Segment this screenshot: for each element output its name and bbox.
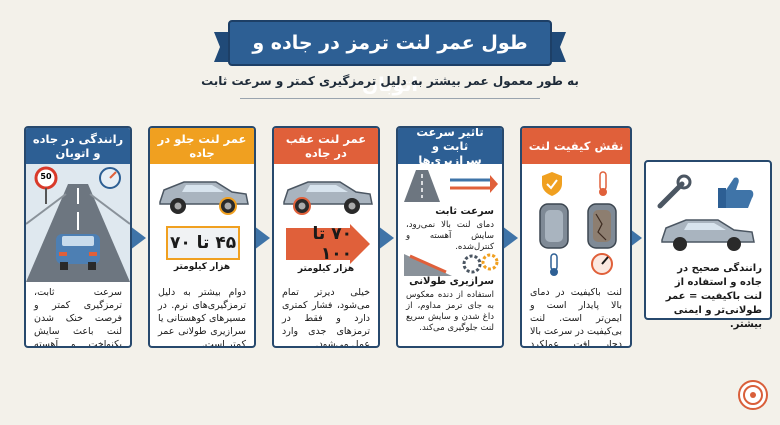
panel-road-driving: رانندگی در جاده و اتوبان 50 سرعت ثابت، ت… [24,126,132,348]
shield-icon [542,172,562,196]
panel-pad-quality: نقش کیفیت لنت لنت باکیفیت در دمای بالا پ… [520,126,632,348]
thermometer-icon [550,253,558,276]
speed-limit-sign-icon [34,166,58,204]
panel-header: رانندگی در جاده و اتوبان [26,128,130,164]
brake-disc-logo-icon [743,385,763,405]
title-banner: طول عمر لنت ترمز در جاده و اتوبان [228,20,552,96]
panel-front-pads: عمر لنت جلو در جاده ۴۵ تا ۷۰ هزار کیلومت… [148,126,256,348]
unit-label: هزار کیلومتر [297,264,355,274]
panel-description: دوام بیشتر به دلیل ترمزگیری‌های نرم. در … [158,287,246,348]
panel-header: عمر لنت عقب در جاده [274,128,378,164]
speed-limit-value: 50 [40,172,52,181]
brand-logo [738,380,768,410]
page-title: طول عمر لنت ترمز در جاده و اتوبان [252,32,528,96]
car-side-icon [283,181,373,215]
panel-speed-downhill: تاثیر سرعت ثابت و سرازیری‌ها سرعت ثابت د… [396,126,504,348]
road-speed-icon [404,170,498,202]
gauge-icon [591,253,613,275]
speedometer-icon [99,167,121,189]
panel-rear-pads: عمر لنت عقب در جاده ۷۰ تا ۱۰۰ هزار کیلوم… [272,126,380,348]
unit-label: هزار کیلومتر [173,262,231,272]
sub-text-downhill: استفاده از دنده معکوس به جای ترمز مداوم،… [406,290,494,333]
wrench-icon [657,174,692,209]
sub-title-constant-speed: سرعت ثابت [435,206,494,217]
conclusion-text: رانندگی صحیح در جاده و استفاده از لنت با… [665,263,762,330]
downhill-gear-icon [404,253,499,276]
thumbs-up-icon [718,177,754,208]
worn-brake-pad-icon [587,203,617,249]
subtitle-divider [240,98,540,99]
page-subtitle: به طور معمول عمر بیشتر به دلیل ترمزگیری … [201,74,579,88]
panel-header: تاثیر سرعت ثابت و سرازیری‌ها [398,128,502,167]
car-rear-icon [56,234,100,270]
panel-description: خیلی دیرتر تمام می‌شود، فشار کمتری دارد … [282,287,370,348]
car-side-icon [159,181,249,215]
sub-title-downhill: سرازیری طولانی [409,276,494,287]
arrow-badge-shape [286,224,370,264]
arrow-right-icon [502,226,518,250]
highway-illustration [26,164,130,282]
range-value: ۴۵ تا ۷۰ [166,226,240,260]
arrow-right-icon [378,226,394,250]
conclusion-box: رانندگی صحیح در جاده و استفاده از لنت با… [644,160,772,330]
good-brake-pad-icon [539,203,569,249]
brake-pad-quality-illustration [539,171,617,276]
car-side-icon [661,219,755,251]
arrow-right-icon [130,226,146,250]
conclusion-illustration [657,174,755,251]
sub-text-constant-speed: دمای لنت بالا نمی‌رود، سایش آهسته و کنتر… [406,220,494,252]
panel-header: نقش کیفیت لنت [522,128,630,164]
panel-description: سرعت ثابت، ترمزگیری کمتر و فرصت خنک شدن … [34,287,122,348]
arrow-right-icon [254,226,270,250]
panel-header: عمر لنت جلو در جاده [150,128,254,164]
thermometer-high-icon [599,171,607,196]
range-value: ۷۰ تا ۱۰۰ [312,224,352,264]
panel-description: لنت باکیفیت در دمای بالا پایدار است و ای… [530,287,622,348]
